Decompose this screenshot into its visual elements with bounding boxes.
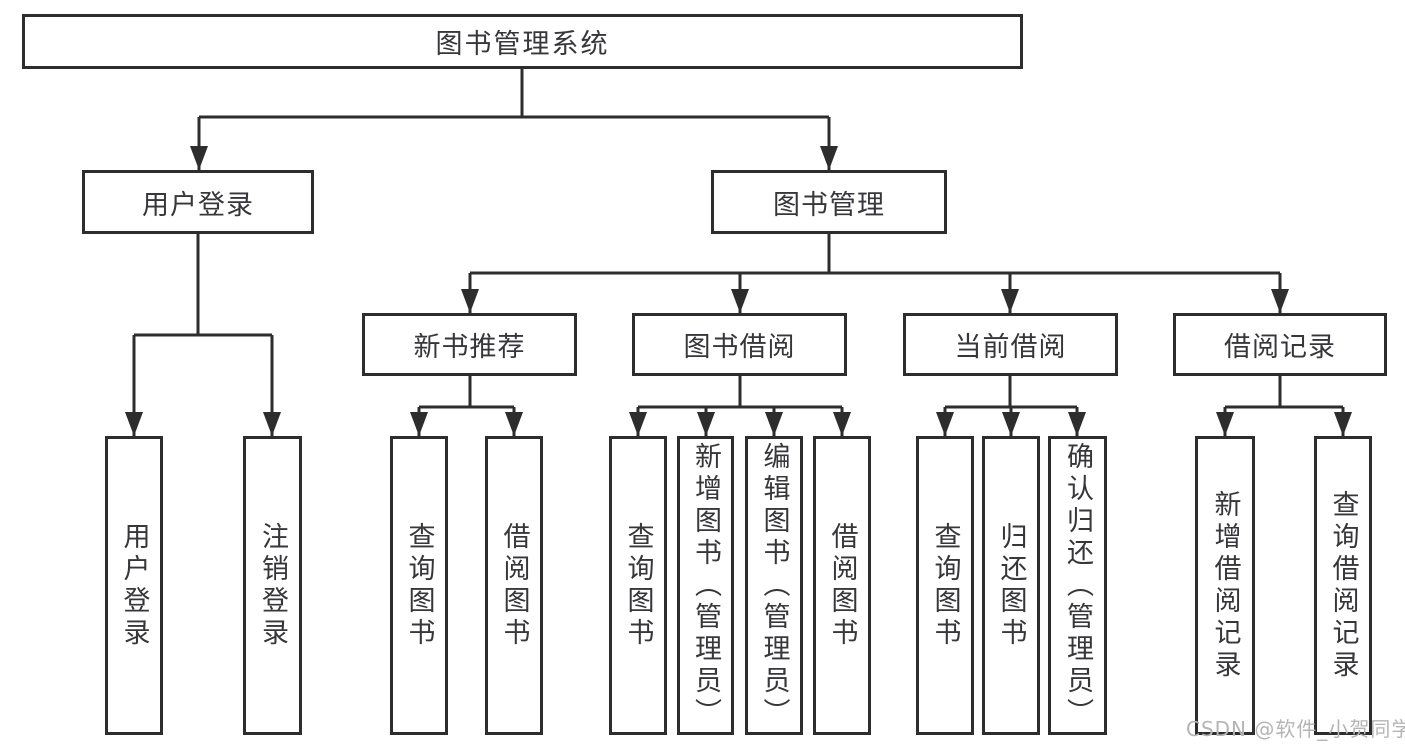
leaf-bb-borrow-books: 借阅图书 — [813, 436, 871, 735]
node-new-book-recommend-label: 新书推荐 — [413, 332, 526, 363]
edge-new-book-recommend-branch — [419, 376, 514, 409]
leaf-bb-query-books-label: 查询图书 — [622, 521, 654, 650]
leaf-nbr-query-books-label: 查询图书 — [403, 521, 435, 650]
root-node: 图书管理系统 — [22, 14, 1023, 69]
leaf-user-login: 用户登录 — [105, 436, 163, 735]
node-current-borrow: 当前借阅 — [903, 313, 1118, 376]
watermark: CSDN @软件_小贺同学 — [1186, 717, 1405, 741]
edge-book-borrow-branch — [638, 376, 842, 409]
node-book-management: 图书管理 — [711, 170, 947, 234]
leaf-br-query-record-label: 查询借阅记录 — [1327, 489, 1359, 682]
leaf-nbr-borrow-books: 借阅图书 — [485, 436, 543, 735]
leaf-logout: 注销登录 — [243, 436, 302, 735]
node-book-borrow-label: 图书借阅 — [683, 332, 796, 363]
node-borrow-records-label: 借阅记录 — [1224, 332, 1336, 363]
leaf-br-add-record: 新增借阅记录 — [1195, 436, 1255, 735]
leaf-nbr-borrow-books-label: 借阅图书 — [498, 521, 530, 650]
leaf-user-login-label: 用户登录 — [118, 521, 150, 650]
node-book-management-label: 图书管理 — [773, 189, 885, 221]
root-node-label: 图书管理系统 — [435, 29, 610, 60]
edge-borrow-records-branch — [1225, 376, 1343, 409]
leaf-bb-edit-book-admin: 编辑图书（管理员） — [745, 436, 803, 735]
edge-user-login-branch — [134, 234, 272, 337]
edge-root-branch — [199, 69, 829, 119]
leaf-cb-return-books: 归还图书 — [982, 436, 1040, 735]
leaf-cb-return-books-label: 归还图书 — [995, 521, 1027, 650]
edge-book-management-branch — [470, 234, 1280, 275]
leaf-cb-query-books-label: 查询图书 — [929, 521, 961, 650]
leaf-logout-label: 注销登录 — [257, 521, 288, 650]
node-user-login: 用户登录 — [82, 170, 314, 234]
node-user-login-label: 用户登录 — [142, 189, 254, 221]
node-borrow-records: 借阅记录 — [1173, 313, 1387, 376]
leaf-bb-add-book-admin: 新增图书（管理员） — [677, 436, 734, 735]
leaf-cb-query-books: 查询图书 — [916, 436, 974, 735]
leaf-bb-query-books: 查询图书 — [609, 436, 667, 735]
leaf-bb-add-book-admin-label: 新增图书（管理员） — [690, 441, 721, 730]
leaf-cb-confirm-return-admin-label: 确认归还（管理员） — [1062, 441, 1093, 730]
leaf-br-add-record-label: 新增借阅记录 — [1209, 489, 1241, 682]
leaf-bb-borrow-books-label: 借阅图书 — [826, 521, 858, 650]
edge-current-borrow-branch — [945, 376, 1077, 409]
node-new-book-recommend: 新书推荐 — [362, 313, 577, 376]
leaf-nbr-query-books: 查询图书 — [390, 436, 448, 735]
node-current-borrow-label: 当前借阅 — [954, 332, 1067, 363]
leaf-bb-edit-book-admin-label: 编辑图书（管理员） — [758, 441, 790, 730]
leaf-br-query-record: 查询借阅记录 — [1314, 436, 1372, 735]
leaf-cb-confirm-return-admin: 确认归还（管理员） — [1048, 436, 1107, 735]
node-book-borrow: 图书借阅 — [632, 313, 847, 376]
